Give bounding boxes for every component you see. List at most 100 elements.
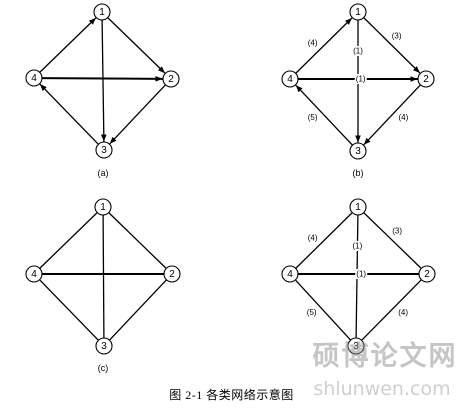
node-circle: [349, 142, 367, 160]
edge-3-to-4: [39, 279, 99, 341]
node-1: 1: [94, 198, 112, 216]
node-label: 3: [101, 341, 107, 352]
panel-label-c: (c): [98, 363, 109, 373]
node-circle: [418, 265, 436, 283]
diagram-panel-b: (4) (3) (1) (1) (5) (4) 1 2 3 4 (b): [281, 3, 435, 178]
edge-weight-bg: [397, 307, 410, 318]
edge-3-to-4: [295, 84, 353, 146]
edge-weight-bg: [354, 74, 367, 84]
node-label: 4: [287, 269, 293, 280]
edge-weight-label: (3): [392, 227, 402, 236]
edge-weight-bg: [355, 269, 368, 279]
edge-weight-label: (4): [399, 113, 409, 122]
edge-weight-label: (1): [356, 270, 366, 279]
node-circle: [25, 265, 43, 283]
diagram-panel-a: 1 2 3 4 (a): [25, 3, 180, 178]
node-label: 2: [168, 74, 174, 85]
edge-weight-label: (5): [308, 113, 318, 122]
edge-1-to-2: [363, 212, 422, 269]
node-3: 3: [95, 337, 113, 355]
node-3: 3: [347, 337, 365, 355]
node-label: 1: [355, 202, 361, 213]
node-label: 4: [287, 74, 293, 85]
edge-3-to-4: [295, 279, 352, 341]
edge-weight-bg: [397, 112, 410, 123]
node-3: 3: [349, 142, 367, 160]
node-circle: [281, 265, 299, 283]
node-circle: [93, 3, 111, 21]
edge-weight-label: (5): [307, 308, 317, 317]
edge-1-to-3: [102, 214, 105, 338]
edge-2-to-3: [363, 84, 421, 146]
edge-weight-bg: [351, 240, 364, 251]
edge-weight-bg: [306, 112, 319, 123]
node-4: 4: [25, 69, 43, 87]
edge-weight-bg: [305, 307, 318, 318]
edge-weight-label: (1): [356, 75, 366, 84]
edge-weight-label: (1): [353, 241, 363, 250]
panel-label-b: (b): [353, 168, 364, 178]
node-circle: [417, 70, 435, 88]
edge-weight-bg: [306, 232, 319, 243]
node-1: 1: [349, 198, 367, 216]
edge-weight-label: (4): [398, 308, 408, 317]
node-circle: [349, 3, 367, 21]
node-2: 2: [417, 70, 435, 88]
edge-weight-label: (3): [392, 32, 402, 41]
edge-4-to-1: [295, 17, 353, 74]
node-label: 1: [99, 7, 105, 18]
edge-2-to-3: [109, 279, 167, 341]
edge-4-to-1: [295, 212, 353, 269]
edge-2-to-3: [361, 279, 422, 341]
edge-3-to-4: [39, 83, 99, 145]
node-4: 4: [281, 70, 299, 88]
node-label: 2: [169, 269, 175, 280]
node-2: 2: [162, 70, 180, 88]
panel-label-a: (a): [98, 168, 109, 178]
edge-weight-bg: [390, 31, 403, 42]
edge-weight-bg: [391, 226, 404, 237]
node-label: 2: [424, 269, 430, 280]
node-label: 2: [423, 74, 429, 85]
edge-1-to-2: [363, 17, 421, 74]
diagram-panel-d: (4) (3) (1) (1) (5) (4) 1 2 3 4: [281, 198, 436, 355]
node-circle: [163, 265, 181, 283]
edge-4-to-1: [39, 212, 98, 269]
node-2: 2: [418, 265, 436, 283]
node-1: 1: [93, 3, 111, 21]
node-4: 4: [281, 265, 299, 283]
node-label: 3: [353, 341, 359, 352]
node-2: 2: [163, 265, 181, 283]
edge-weight-bg: [352, 45, 364, 56]
node-circle: [95, 141, 113, 159]
node-label: 3: [355, 146, 361, 157]
edge-weight-label: (4): [308, 233, 318, 242]
node-circle: [94, 198, 112, 216]
node-label: 4: [31, 269, 37, 280]
edge-4-to-2: [41, 76, 163, 82]
edge-1-to-3: [100, 19, 107, 142]
node-4: 4: [25, 265, 43, 283]
node-label: 3: [101, 145, 107, 156]
diagram-panel-c: 1 2 3 4 (c): [25, 198, 181, 373]
node-circle: [162, 70, 180, 88]
figure-caption: 图 2-1 各类网络示意图: [169, 388, 294, 402]
node-label: 1: [355, 7, 361, 18]
node-1: 1: [349, 3, 367, 21]
node-3: 3: [95, 141, 113, 159]
edge-weight-label: (4): [308, 38, 318, 47]
edge-2-to-3: [109, 84, 166, 145]
node-circle: [95, 337, 113, 355]
edge-4-to-1: [39, 17, 97, 73]
edge-1-to-2: [108, 212, 167, 269]
edge-weight-bg: [306, 37, 319, 48]
node-circle: [25, 69, 43, 87]
node-circle: [347, 337, 365, 355]
node-circle: [281, 70, 299, 88]
edge-1-to-2: [107, 17, 166, 74]
node-label: 1: [100, 202, 106, 213]
node-circle: [349, 198, 367, 216]
edge-weight-label: (1): [353, 46, 363, 55]
